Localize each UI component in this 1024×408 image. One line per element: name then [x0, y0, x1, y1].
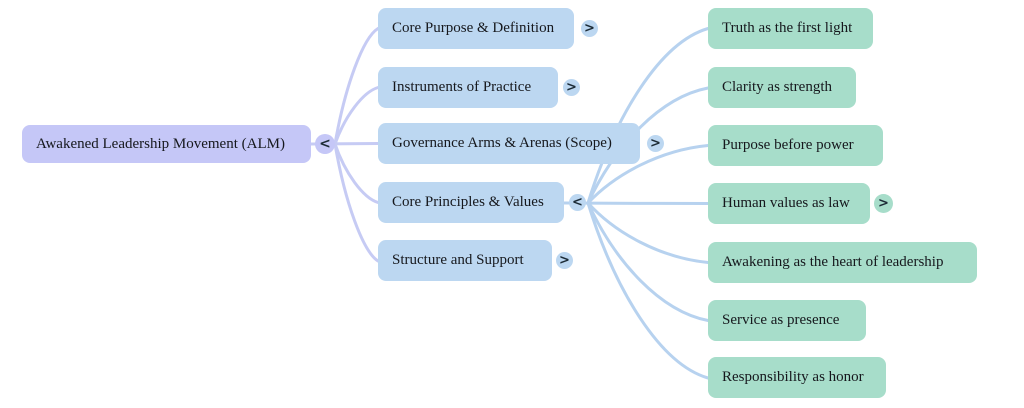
link-principles-to-responsibility: [586, 201, 710, 380]
expand-toggle-instruments[interactable]: >: [563, 79, 580, 96]
expand-toggle-core-purpose[interactable]: >: [581, 20, 598, 37]
link-principles-to-service: [586, 201, 710, 322]
expand-toggle-structure[interactable]: >: [556, 252, 573, 269]
collapse-toggle-root[interactable]: <: [315, 134, 335, 154]
node-purpose-before-power[interactable]: Purpose before power: [708, 125, 883, 166]
collapse-toggle-core-principles[interactable]: <: [569, 194, 586, 211]
node-clarity-as-strength[interactable]: Clarity as strength: [708, 67, 856, 108]
expand-toggle-human-values[interactable]: >: [874, 194, 893, 213]
link-root-to-structure: [333, 142, 380, 263]
link-principles-to-truth: [586, 27, 710, 205]
link-principles-to-clarity: [586, 86, 710, 205]
node-truth-first-light[interactable]: Truth as the first light: [708, 8, 873, 49]
node-human-values-as-law[interactable]: Human values as law: [708, 183, 870, 224]
link-root-to-instruments: [333, 86, 380, 146]
link-principles-to-purpose: [586, 144, 710, 205]
expand-toggle-governance[interactable]: >: [647, 135, 664, 152]
link-root-to-core-purpose: [333, 27, 380, 146]
link-principles-to-awakening: [586, 201, 710, 264]
node-service-as-presence[interactable]: Service as presence: [708, 300, 866, 341]
node-root[interactable]: Awakened Leadership Movement (ALM): [22, 125, 311, 163]
node-governance-arms-arenas[interactable]: Governance Arms & Arenas (Scope): [378, 123, 640, 164]
node-core-purpose-definition[interactable]: Core Purpose & Definition: [378, 8, 574, 49]
link-root-to-core-principles: [333, 142, 380, 204]
node-structure-and-support[interactable]: Structure and Support: [378, 240, 552, 281]
node-awakening-heart-leadership[interactable]: Awakening as the heart of leadership: [708, 242, 977, 283]
node-responsibility-as-honor[interactable]: Responsibility as honor: [708, 357, 886, 398]
node-core-principles-values[interactable]: Core Principles & Values: [378, 182, 564, 223]
node-instruments-of-practice[interactable]: Instruments of Practice: [378, 67, 558, 108]
